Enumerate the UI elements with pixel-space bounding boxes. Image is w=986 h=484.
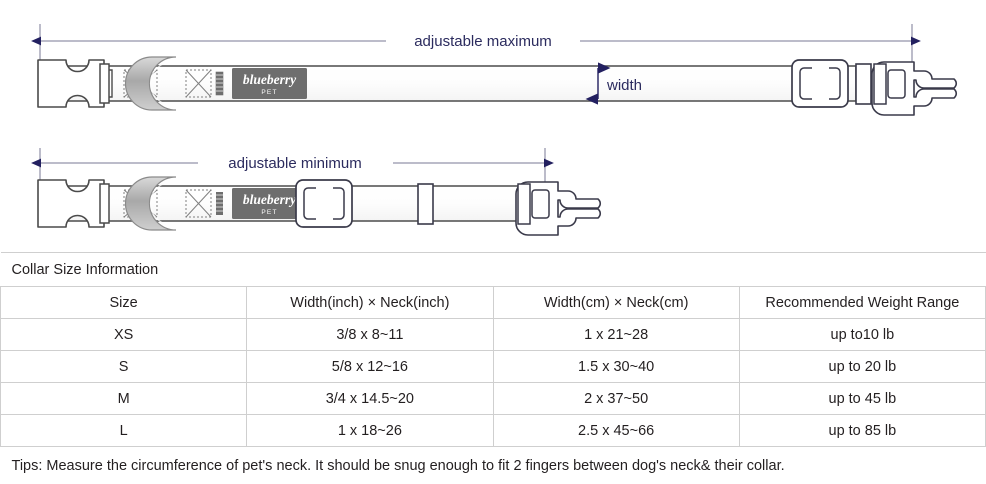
table-header-row: Size Width(inch) × Neck(inch) Width(cm) … xyxy=(1,287,986,319)
cell-weight: up to10 lb xyxy=(739,319,985,351)
cell-inch: 1 x 18~26 xyxy=(247,415,493,447)
strap-webbing xyxy=(66,66,856,101)
table-row: M 3/4 x 14.5~20 2 x 37~50 up to 45 lb xyxy=(1,383,986,415)
buckle-female-collar-ring-min xyxy=(100,184,109,223)
collar-min: blueberry PET xyxy=(38,177,600,235)
dimension-adjustable-maximum: adjustable maximum xyxy=(40,24,912,72)
brand-label: blueberry PET xyxy=(232,68,307,99)
cell-inch: 3/4 x 14.5~20 xyxy=(247,383,493,415)
table-row: L 1 x 18~26 2.5 x 45~66 up to 85 lb xyxy=(1,415,986,447)
keeper-loop-icon-min xyxy=(418,184,433,224)
table-tips-row: Tips: Measure the circumference of pet's… xyxy=(1,447,986,484)
label-adjustable-minimum: adjustable minimum xyxy=(228,155,361,172)
table-title: Collar Size Information xyxy=(1,253,986,287)
cell-size: XS xyxy=(1,319,247,351)
buckle-male-icon xyxy=(872,62,956,115)
collar-size-table: Collar Size Information Size Width(inch)… xyxy=(0,252,986,484)
brand-label-name-min: blueberry xyxy=(243,192,297,207)
buckle-male-icon-min xyxy=(516,182,600,235)
brand-label-name: blueberry xyxy=(243,72,297,87)
label-width: width xyxy=(606,77,642,94)
cell-cm: 1 x 21~28 xyxy=(493,319,739,351)
cell-weight: up to 45 lb xyxy=(739,383,985,415)
cell-weight: up to 20 lb xyxy=(739,351,985,383)
header-weight: Recommended Weight Range xyxy=(739,287,985,319)
brand-label-sub: PET xyxy=(261,89,277,96)
brand-label-sub-min: PET xyxy=(261,209,277,216)
keeper-loop-icon xyxy=(856,64,871,104)
webbing-tab xyxy=(216,72,223,95)
slider-adjuster-icon-min xyxy=(296,180,352,227)
cell-cm: 2.5 x 45~66 xyxy=(493,415,739,447)
cell-inch: 5/8 x 12~16 xyxy=(247,351,493,383)
cell-inch: 3/8 x 8~11 xyxy=(247,319,493,351)
cell-cm: 1.5 x 30~40 xyxy=(493,351,739,383)
label-adjustable-maximum: adjustable maximum xyxy=(414,33,552,50)
collar-max: blueberry PET xyxy=(38,57,956,115)
table-row: S 5/8 x 12~16 1.5 x 30~40 up to 20 lb xyxy=(1,351,986,383)
table-title-row: Collar Size Information xyxy=(1,253,986,287)
header-size: Size xyxy=(1,287,247,319)
collar-diagram: adjustable maximum xyxy=(0,0,986,252)
cell-size: L xyxy=(1,415,247,447)
cell-size: S xyxy=(1,351,247,383)
cell-cm: 2 x 37~50 xyxy=(493,383,739,415)
cell-size: M xyxy=(1,383,247,415)
slider-adjuster-icon xyxy=(792,60,848,107)
webbing-tab-min xyxy=(216,192,223,215)
tips-text: Tips: Measure the circumference of pet's… xyxy=(1,447,986,484)
dimension-adjustable-minimum: adjustable minimum xyxy=(40,148,545,190)
cell-weight: up to 85 lb xyxy=(739,415,985,447)
header-inch: Width(inch) × Neck(inch) xyxy=(247,287,493,319)
buckle-female-collar-ring xyxy=(100,64,109,103)
header-cm: Width(cm) × Neck(cm) xyxy=(493,287,739,319)
table-row: XS 3/8 x 8~11 1 x 21~28 up to10 lb xyxy=(1,319,986,351)
